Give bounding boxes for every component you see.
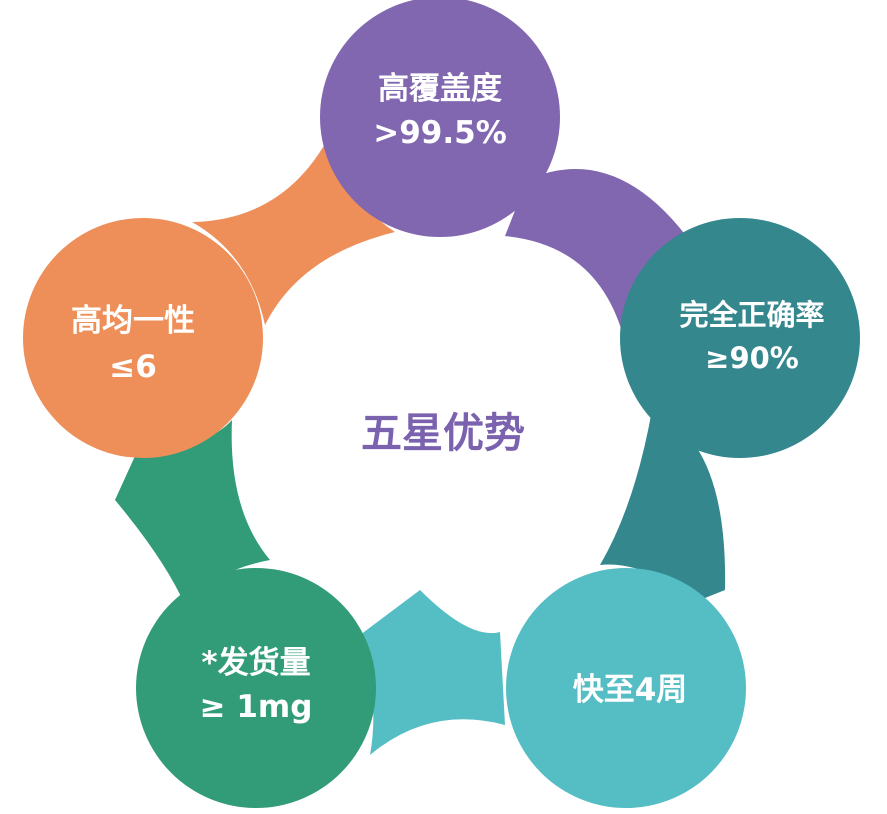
center-hub: 五星优势 [361,409,525,457]
coverage-circle [320,0,560,237]
uniformity-label: 高均一性 [71,303,195,339]
connector-band-speed-shipping [360,590,505,755]
connector-band-accuracy-speed [600,410,726,600]
uniformity-circle [23,218,263,458]
center-title: 五星优势 [361,409,525,457]
shipping-label: *发货量 [201,645,310,681]
advantage-node-accuracy: 完全正确率 ≥90% [620,218,860,458]
advantage-node-speed: 快至4周 [506,568,746,808]
accuracy-value: ≥90% [705,341,799,375]
advantage-node-shipping: *发货量 ≥ 1mg [136,568,376,808]
coverage-label: 高覆盖度 [378,71,502,107]
advantage-node-coverage: 高覆盖度 >99.5% [320,0,560,237]
coverage-value: >99.5% [373,115,507,151]
speed-label: 快至4周 [573,672,688,708]
accuracy-circle [620,218,860,458]
shipping-circle [136,568,376,808]
uniformity-value: ≤6 [109,349,157,385]
accuracy-label: 完全正确率 [679,298,824,332]
advantage-node-uniformity: 高均一性 ≤6 [23,218,263,458]
shipping-value: ≥ 1mg [200,689,313,725]
speed-circle [506,568,746,808]
connector-band-shipping-uniformity [115,420,270,605]
